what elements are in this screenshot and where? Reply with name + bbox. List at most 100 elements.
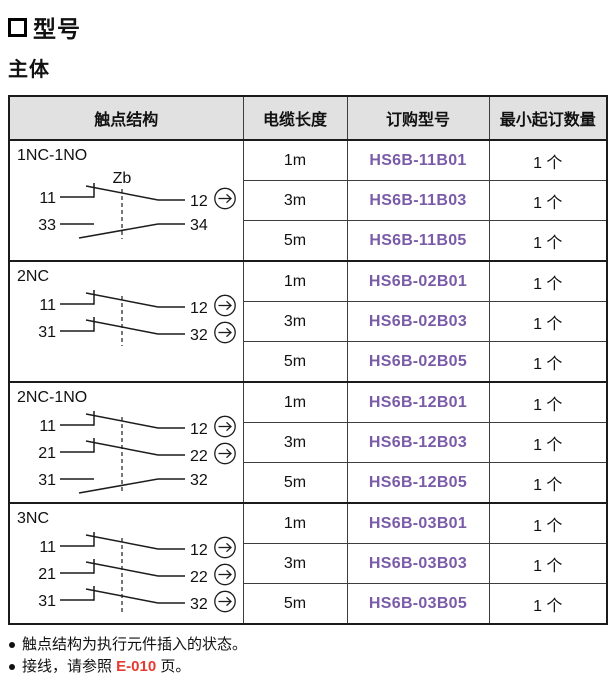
arrow-head [226,421,232,432]
arrow-head [226,569,232,580]
arrow-circle-icon [214,321,236,344]
zb-label: Zb [113,170,132,187]
model-cell: HS6B-11B01 [346,139,490,181]
cable-length-cell: 3m [242,422,348,463]
table-row: 5m HS6B-02B05 1 个 [9,341,608,383]
terminal-label-left: 33 [38,217,56,234]
terminal-label-right: 22 [190,448,208,465]
cable-length-cell: 3m [242,301,348,342]
terminal-label-left: 31 [38,593,56,610]
cable-length-cell: 1m [242,502,348,544]
page-reference-link[interactable]: E-010 [116,658,157,675]
model-cell: HS6B-02B03 [346,301,490,342]
qty-cell: 1 个 [488,139,608,181]
contact-blade [85,440,159,456]
header-min-order-qty: 最小起订数量 [488,95,608,141]
terminal-label-left: 21 [38,445,56,462]
table-row: 3m HS6B-02B03 1 个 [9,301,608,342]
model-cell: HS6B-03B01 [346,502,490,544]
terminal-label-right: 32 [190,327,208,344]
qty-cell: 1 个 [488,341,608,383]
header-cable-length: 电缆长度 [242,95,348,141]
terminal-label-right: 34 [190,217,208,234]
terminal-label-right: 32 [190,596,208,613]
table-row: 5m HS6B-12B05 1 个 [9,462,608,504]
terminal-label-right: 22 [190,569,208,586]
group-3nc: 3NC 11 12 21 22 31 32 1m HS6B-03B01 1 个 3m HS… [8,502,608,625]
qty-cell: 1 个 [488,543,608,584]
terminal-label-left: 11 [39,418,56,435]
contact-blade [85,185,159,201]
footnotes: 触点结构为执行元件插入的状态。 接线，请参照 E-010 页。 [8,634,614,678]
contact-group-label: 2NC [17,268,50,285]
cable-length-cell: 5m [242,583,348,625]
contact-structure-cell: 3NC 11 12 21 22 31 32 [8,502,244,625]
terminal-label-right: 32 [190,472,208,489]
contact-blade [85,292,159,308]
section-subtitle: 主体 [8,59,50,81]
terminal-label-left: 11 [39,297,56,314]
model-cell: HS6B-02B05 [346,341,490,383]
note-wiring-reference: 接线，请参照 E-010 页。 [8,656,614,678]
table-row: 3m HS6B-11B03 1 个 [9,180,608,221]
cable-length-cell: 1m [242,139,348,181]
cable-length-cell: 3m [242,180,348,221]
contact-blade [78,223,159,239]
arrow-head [226,193,232,204]
terminal-label-left: 11 [39,539,56,556]
contact-group-label: 1NC-1NO [17,147,88,164]
model-cell: HS6B-11B05 [346,220,490,262]
qty-cell: 1 个 [488,502,608,544]
qty-cell: 1 个 [488,260,608,302]
arrow-circle-icon [214,536,236,559]
model-cell: HS6B-02B01 [346,260,490,302]
arrow-head [226,542,232,553]
model-table: 触点结构 电缆长度 订购型号 最小起订数量 1NC-1NO Zb 11 12 33 34… [8,95,608,625]
terminal-label-left: 21 [38,566,56,583]
note-contact-state: 触点结构为执行元件插入的状态。 [8,634,614,656]
arrow-head [226,300,232,311]
table-row: 3m HS6B-03B03 1 个 [9,543,608,584]
qty-cell: 1 个 [488,381,608,423]
arrow-circle-icon [214,294,236,317]
terminal-label-left: 11 [39,190,56,207]
arrow-circle-icon [214,187,236,210]
page-title: 型号 [8,10,614,44]
qty-cell: 1 个 [488,583,608,625]
header-order-model: 订购型号 [346,95,490,141]
arrow-circle-icon [214,415,236,438]
bullet-icon [9,664,15,670]
contact-blade [85,588,159,604]
table-row: 5m HS6B-03B05 1 个 [9,583,608,625]
contact-blade [78,478,159,494]
model-cell: HS6B-03B05 [346,583,490,625]
contact-blade [85,561,159,577]
contact-blade [85,534,159,550]
header-row: 触点结构 电缆长度 订购型号 最小起订数量 [8,95,608,141]
terminal-label-right: 12 [190,542,208,559]
qty-cell: 1 个 [488,462,608,504]
qty-cell: 1 个 [488,220,608,262]
contact-diagram: 11 12 21 22 31 32 [38,532,236,615]
note-text: 触点结构为执行元件插入的状态。 [22,636,248,653]
terminal-label-left: 31 [38,324,56,341]
square-bullet-icon [8,17,27,37]
cable-length-cell: 1m [242,260,348,302]
model-cell: HS6B-12B05 [346,462,490,504]
note-text: 接线，请参照 E-010 页。 [22,658,191,675]
arrow-circle-icon [214,590,236,613]
cable-length-cell: 5m [242,462,348,504]
arrow-head [226,596,232,607]
contact-group-label: 3NC [17,510,50,527]
